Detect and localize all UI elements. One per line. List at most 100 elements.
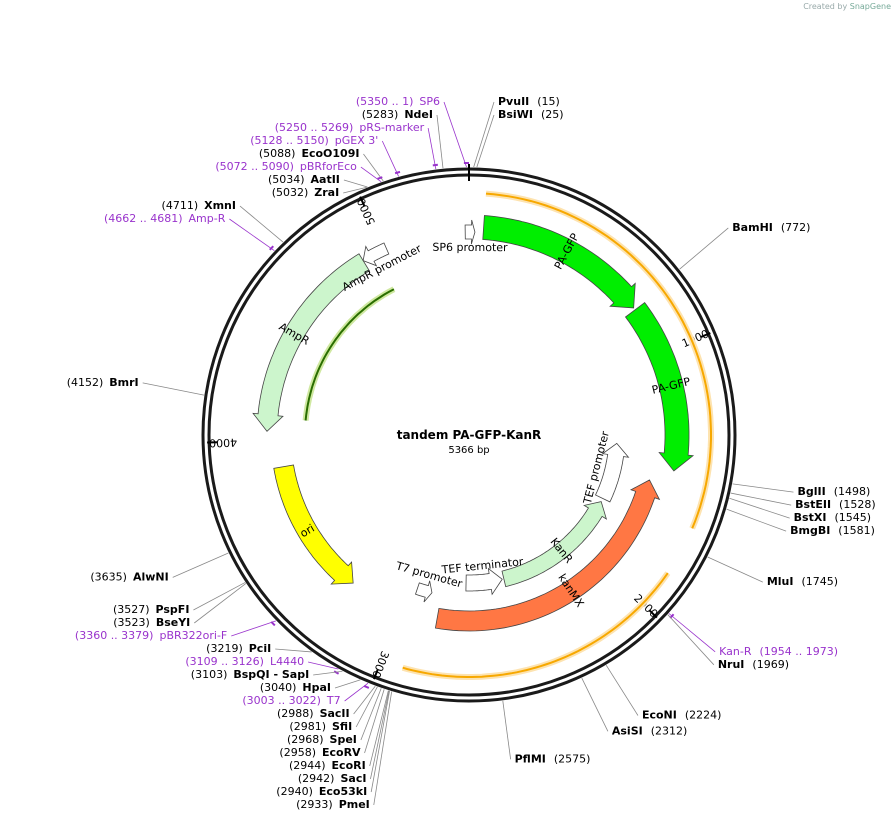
leader-line (353, 685, 376, 715)
leader-line (605, 665, 639, 716)
leader-line (732, 483, 794, 493)
site-bamhi[interactable]: BamHI(772) (679, 221, 811, 270)
primer-prs-marker[interactable]: (5250 .. 5269)pRS-marker (275, 121, 438, 170)
site-alwni[interactable]: (3635)AlwNI (90, 552, 229, 583)
tick-label: 3000 (369, 649, 391, 680)
site-pcii[interactable]: (3219)PciI (206, 642, 312, 655)
site-label: (5072 .. 5090)pBRforEco (215, 160, 357, 173)
feature-ampr[interactable] (252, 253, 370, 432)
primer-pbrforeco[interactable]: (5072 .. 5090)pBRforEco (215, 160, 383, 183)
primer-amp-r[interactable]: (4662 .. 4681)Amp-R (104, 212, 275, 252)
site-bmri[interactable]: (4152)BmrI (67, 376, 205, 396)
leader-line (363, 153, 384, 182)
primer-l4440[interactable]: (3109 .. 3126)L4440 (185, 655, 340, 675)
feature-track (485, 192, 712, 529)
site-saci[interactable]: (2942)SacI (298, 690, 390, 785)
feature-ori[interactable] (273, 464, 354, 585)
feature-tef-promoter[interactable] (594, 442, 630, 503)
site-zrai[interactable]: (5032)ZraI (272, 186, 367, 199)
site-label: BamHI(772) (732, 221, 810, 234)
feature-ampr-promoter[interactable] (362, 242, 390, 267)
snapgene-logo: SnapGene (849, 2, 891, 11)
site-label: (3527)PspFI (113, 603, 189, 616)
primer-pbr322ori-f[interactable]: (3360 .. 3379)pBR322ori-F (75, 620, 277, 642)
leader-line (381, 140, 399, 177)
feature-tef-terminator[interactable] (465, 567, 503, 596)
site-label: NruI(1969) (718, 658, 789, 671)
site-bseyi[interactable]: (3523)BseYI (113, 583, 247, 629)
site-bspqi-sapi[interactable]: (3103)BspQI - SapI (191, 668, 343, 681)
feature-track (402, 572, 669, 678)
site-mlui[interactable]: MluI(1745) (707, 556, 838, 588)
tick-mark (700, 332, 711, 338)
feature-sp6-promoter[interactable] (464, 219, 476, 245)
tick-label: 4000 (209, 436, 237, 450)
site-hpai[interactable]: (3040)HpaI (260, 679, 361, 694)
site-sfii[interactable]: (2981)SfiI (289, 686, 378, 733)
feature-kanmx[interactable] (434, 479, 661, 632)
site-label: (5128 .. 5150)pGEX 3' (250, 134, 378, 147)
leader-line (707, 556, 764, 583)
feature-pa-gfp[interactable] (482, 215, 636, 309)
leader-line (729, 497, 790, 519)
leader-line (194, 583, 247, 624)
feature-label: ori (298, 522, 317, 540)
leader-line (370, 690, 390, 793)
site-ecorv[interactable]: (2958)EcoRV (279, 689, 385, 759)
leader-line (307, 661, 339, 670)
site-sacii[interactable]: (2988)SacII (277, 685, 376, 720)
leader-line (726, 508, 787, 532)
site-pvuii[interactable]: PvuII(15) (473, 95, 560, 168)
feature-kanr[interactable] (501, 501, 608, 588)
site-label: (2981)SfiI (289, 720, 352, 733)
site-pmei[interactable]: (2933)PmeI (296, 691, 393, 811)
site-label: PvuII(15) (498, 95, 560, 108)
site-label: (4711)XmnI (162, 199, 236, 212)
site-bglii[interactable]: BglII(1498) (732, 483, 871, 498)
leader-line (360, 688, 382, 741)
site-spei[interactable]: (2968)SpeI (287, 688, 382, 746)
site-bsiwi[interactable]: BsiWI(25) (476, 108, 564, 168)
site-aatii[interactable]: (5034)AatII (268, 173, 368, 188)
site-label: (2944)EcoRI (289, 759, 366, 772)
leader-line (373, 691, 393, 806)
plasmid-name: tandem PA-GFP-KanR (397, 428, 542, 442)
site-eco53ki[interactable]: (2940)Eco53kI (276, 690, 390, 798)
site-label: (2968)SpeI (287, 733, 357, 746)
leader-line (193, 582, 246, 611)
site-label: (3523)BseYI (113, 616, 190, 629)
leader-line (679, 227, 729, 270)
site-bstxi[interactable]: BstXI(1545) (729, 497, 871, 524)
site-label: (5034)AatII (268, 173, 340, 186)
primer-mark (432, 163, 438, 167)
leader-line (436, 114, 444, 169)
site-pspfi[interactable]: (3527)PspFI (113, 582, 246, 616)
site-label: (3219)PciI (206, 642, 271, 655)
tick-mark (373, 669, 379, 680)
primer-t7[interactable]: (3003 .. 3022)T7 (242, 682, 370, 707)
feature-pa-gfp[interactable] (624, 302, 695, 472)
site-econi[interactable]: EcoNI(2224) (605, 665, 721, 721)
leader-line (364, 689, 385, 754)
site-ecori[interactable]: (2944)EcoRI (289, 690, 389, 772)
site-ecoo109i[interactable]: (5088)EcoO109I (259, 147, 384, 182)
leader-line (343, 186, 367, 194)
leader-line (229, 218, 275, 252)
sites: PvuII(15)BsiWI(25)BamHI(772)BglII(1498)B… (67, 95, 876, 811)
feature-t7-promoter[interactable] (415, 580, 433, 603)
tick-label: 5000 (355, 196, 378, 227)
site-label: EcoNI(2224) (642, 708, 721, 721)
site-asisi[interactable]: AsiSI(2312) (581, 677, 688, 737)
site-xmni[interactable]: (4711)XmnI (162, 199, 284, 243)
primer-sp6[interactable]: (5350 .. 1)SP6 (356, 95, 470, 168)
primer-mark (363, 685, 370, 689)
site-bmgbi[interactable]: BmgBI(1581) (726, 508, 875, 537)
primer-pgex-3[interactable]: (5128 .. 5150)pGEX 3' (250, 134, 401, 177)
site-ndei[interactable]: (5283)NdeI (362, 108, 444, 169)
site-bsteii[interactable]: BstEII(1528) (730, 492, 876, 511)
primer-mark (269, 245, 274, 251)
site-pflmi[interactable]: PflMI(2575) (502, 700, 591, 766)
primer-kan-r[interactable]: Kan-R(1954 .. 1973) (668, 613, 838, 658)
site-nrui[interactable]: NruI(1969) (667, 614, 789, 671)
feature-track (304, 288, 395, 421)
